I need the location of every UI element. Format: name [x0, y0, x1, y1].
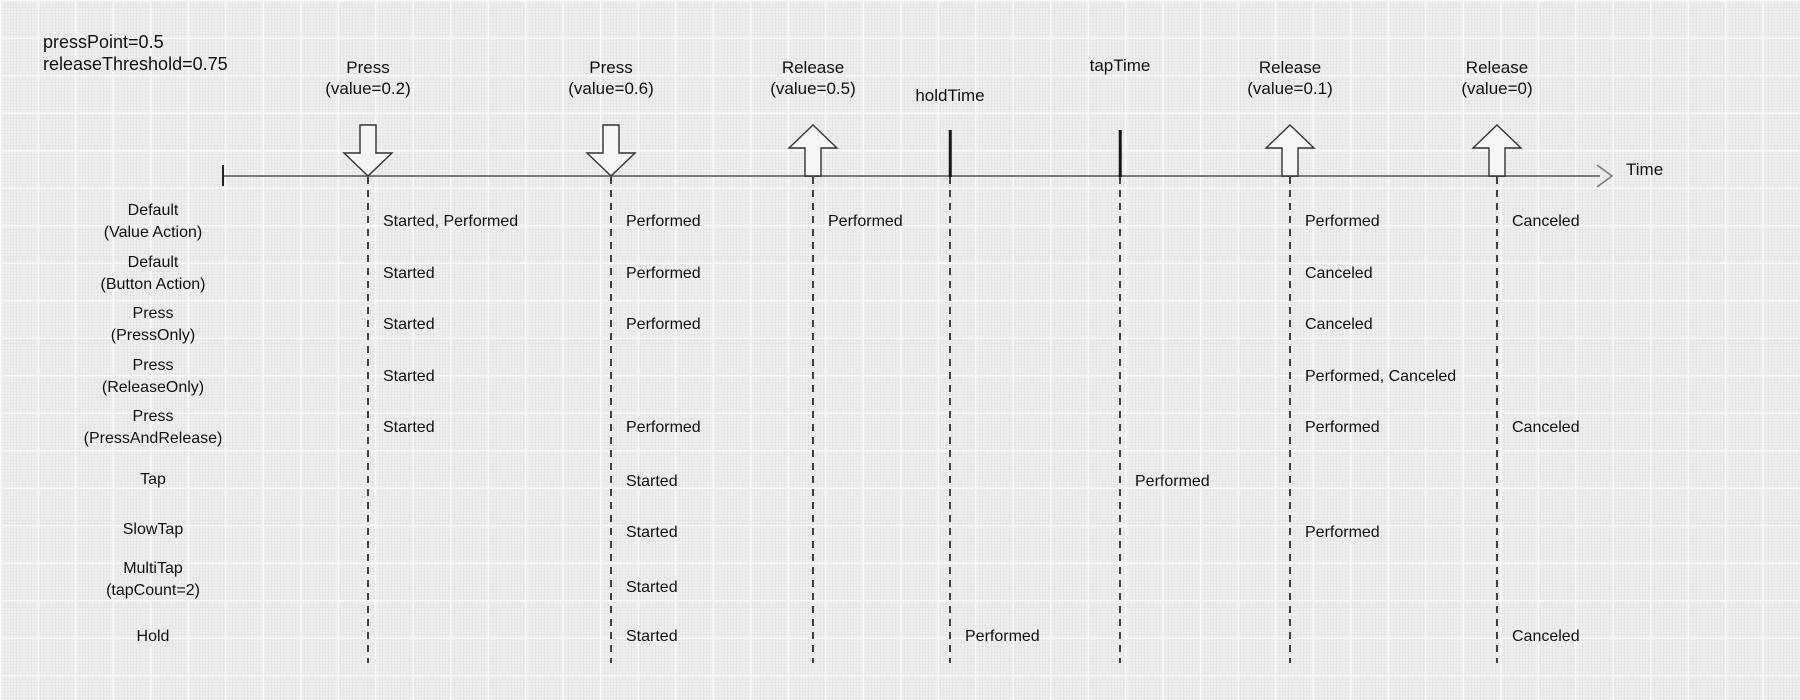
event-label-hold-time: holdTime — [915, 85, 984, 106]
guide-line-press-0-2 — [367, 177, 369, 663]
event-label-line: (value=0.5) — [770, 79, 856, 98]
phase-entry-default-button-action-at-press-0-6: Performed — [626, 265, 701, 282]
config-text: pressPoint=0.5 releaseThreshold=0.75 — [43, 31, 228, 75]
phase-entry-press-release-only-at-press-0-2: Started — [383, 368, 435, 385]
phase-entry-press-press-and-release-at-release-0: Canceled — [1512, 419, 1580, 436]
row-label-line: SlowTap — [122, 521, 184, 538]
release-arrow-icon — [1471, 124, 1523, 182]
phase-entry-default-value-action-at-release-0-5: Performed — [828, 213, 903, 230]
guide-line-release-0 — [1496, 177, 1498, 663]
press-point-setting: pressPoint=0.5 — [43, 32, 164, 52]
row-label-line: Tap — [140, 471, 166, 488]
row-label-tap: Tap — [23, 469, 283, 491]
event-label-line: (value=0.1) — [1247, 79, 1333, 98]
release-arrow-icon — [1264, 124, 1316, 182]
release-threshold-setting: releaseThreshold=0.75 — [43, 54, 228, 74]
event-label-release-0-5: Release (value=0.5) — [770, 57, 856, 99]
phase-entry-hold-at-press-0-6: Started — [626, 628, 678, 645]
row-label-press-release-only: Press (ReleaseOnly) — [23, 355, 283, 399]
row-label-default-button-action: Default (Button Action) — [23, 252, 283, 296]
phase-entry-hold-at-hold-time: Performed — [965, 628, 1040, 645]
hold-time-tick — [948, 130, 952, 177]
event-label-line: holdTime — [915, 86, 985, 105]
event-label-line: Press — [589, 58, 633, 77]
row-label-line: Default — [127, 202, 179, 219]
guide-line-hold-time — [949, 177, 951, 663]
row-label-line: (Button Action) — [100, 276, 206, 293]
event-label-line: (value=0.2) — [325, 79, 411, 98]
guide-line-release-0-5 — [812, 177, 814, 663]
row-label-slow-tap: SlowTap — [23, 519, 283, 541]
row-label-hold: Hold — [23, 626, 283, 648]
event-label-line: Release — [1258, 58, 1322, 77]
phase-entry-press-press-only-at-press-0-6: Performed — [626, 316, 701, 333]
event-label-press-0-6: Press (value=0.6) — [568, 57, 654, 99]
event-label-release-0-1: Release (value=0.1) — [1247, 57, 1333, 99]
phase-entry-press-press-only-at-release-0-1: Canceled — [1305, 316, 1373, 333]
row-label-line: Press — [132, 305, 174, 322]
phase-entry-slow-tap-at-release-0-1: Performed — [1305, 524, 1380, 541]
phase-entry-default-button-action-at-press-0-2: Started — [383, 265, 435, 282]
phase-entry-press-press-and-release-at-press-0-6: Performed — [626, 419, 701, 436]
phase-entry-multi-tap-at-press-0-6: Started — [626, 579, 678, 596]
phase-entry-tap-at-press-0-6: Started — [626, 473, 678, 490]
row-label-line: MultiTap — [123, 560, 183, 577]
event-label-line: tapTime — [1089, 56, 1151, 75]
phase-entry-press-press-and-release-at-press-0-2: Started — [383, 419, 435, 436]
row-label-line: Press — [132, 357, 174, 374]
phase-entry-press-release-only-at-release-0-1: Performed, Canceled — [1305, 368, 1457, 385]
event-label-release-0: Release (value=0) — [1461, 57, 1532, 99]
row-label-line: (Value Action) — [103, 224, 203, 241]
time-axis — [223, 175, 1600, 177]
row-label-press-press-and-release: Press (PressAndRelease) — [23, 406, 283, 450]
press-arrow-icon — [342, 124, 394, 182]
event-label-line: Press — [346, 58, 390, 77]
time-axis-label: Time — [1626, 160, 1664, 179]
phase-entry-default-value-action-at-press-0-2: Started, Performed — [383, 213, 519, 230]
row-label-line: (tapCount=2) — [106, 582, 200, 599]
row-label-line: (PressAndRelease) — [83, 430, 223, 447]
row-label-line: (PressOnly) — [110, 327, 196, 344]
phase-entry-tap-at-tap-time: Performed — [1135, 473, 1210, 490]
phase-entry-default-value-action-at-release-0: Canceled — [1512, 213, 1580, 230]
event-label-line: (value=0) — [1461, 79, 1533, 98]
press-arrow-icon — [585, 124, 637, 182]
phase-entry-default-value-action-at-press-0-6: Performed — [626, 213, 701, 230]
event-label-tap-time: tapTime — [1090, 55, 1151, 76]
phase-entry-slow-tap-at-press-0-6: Started — [626, 524, 678, 541]
guide-line-release-0-1 — [1289, 177, 1291, 663]
phase-entry-default-button-action-at-release-0-1: Canceled — [1305, 265, 1373, 282]
row-label-line: Default — [127, 254, 179, 271]
phase-entry-hold-at-release-0: Canceled — [1512, 628, 1580, 645]
event-label-line: Release — [1465, 58, 1529, 77]
phase-entry-press-press-only-at-press-0-2: Started — [383, 316, 435, 333]
row-label-line: (ReleaseOnly) — [101, 379, 205, 396]
row-label-multi-tap: MultiTap (tapCount=2) — [23, 558, 283, 602]
time-axis-start-tick — [222, 165, 224, 186]
event-label-press-0-2: Press (value=0.2) — [325, 57, 411, 99]
event-label-line: (value=0.6) — [568, 79, 654, 98]
release-arrow-icon — [787, 124, 839, 182]
event-label-line: Release — [781, 58, 845, 77]
row-label-press-press-only: Press (PressOnly) — [23, 303, 283, 347]
row-label-default-value-action: Default (Value Action) — [23, 200, 283, 244]
phase-entry-press-press-and-release-at-release-0-1: Performed — [1305, 419, 1380, 436]
time-axis-arrowhead-icon — [1596, 164, 1614, 188]
phase-entry-default-value-action-at-release-0-1: Performed — [1305, 213, 1380, 230]
guide-line-tap-time — [1119, 177, 1121, 663]
guide-line-press-0-6 — [610, 177, 612, 663]
row-label-line: Hold — [136, 628, 170, 645]
tap-time-tick — [1118, 130, 1122, 177]
row-label-line: Press — [132, 408, 174, 425]
